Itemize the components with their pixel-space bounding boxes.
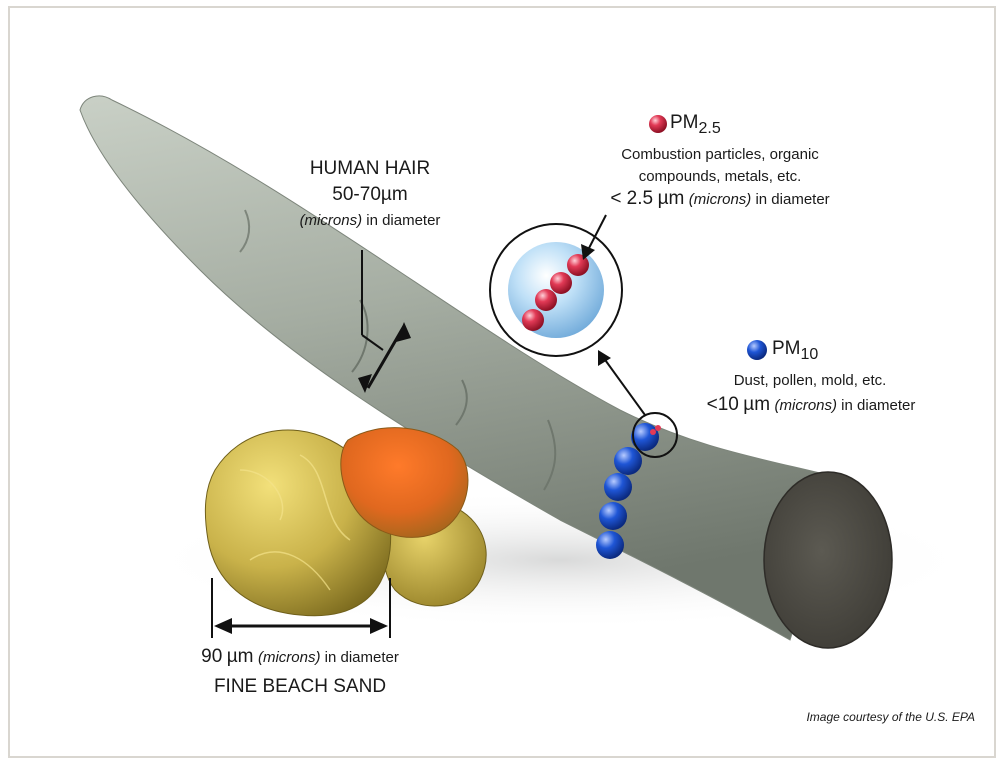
hair-title: HUMAN HAIR — [270, 158, 470, 180]
pm10-legend-dot — [747, 340, 767, 360]
image-credit: Image courtesy of the U.S. EPA — [735, 710, 975, 724]
pm25-tiny-particle — [650, 429, 656, 435]
pm25-legend-dot — [649, 115, 667, 133]
magnify-arrowhead — [598, 350, 611, 366]
sand-title: FINE BEACH SAND — [150, 676, 450, 698]
pm25-desc-line2: compounds, metals, etc. — [560, 168, 880, 185]
sand-dimension-arrowhead — [214, 618, 232, 634]
pm25-tiny-particle — [655, 425, 661, 431]
pm10-size: <10 µm (microns) in diameter — [666, 394, 956, 416]
pm25-title: PM2.5 — [670, 112, 721, 138]
hair-note: (microns) in diameter — [270, 212, 470, 229]
fine-beach-sand-grains — [205, 428, 486, 616]
pm25-size: < 2.5 µm (microns) in diameter — [560, 188, 880, 210]
pm10-desc: Dust, pollen, mold, etc. — [680, 372, 940, 389]
pm10-title: PM10 — [772, 338, 818, 364]
sand-size: 90 µm (microns) in diameter — [150, 646, 450, 668]
hair-size: 50-70µm — [270, 184, 470, 206]
pm25-desc-line1: Combustion particles, organic — [560, 146, 880, 163]
hair-cross-section — [764, 472, 892, 648]
